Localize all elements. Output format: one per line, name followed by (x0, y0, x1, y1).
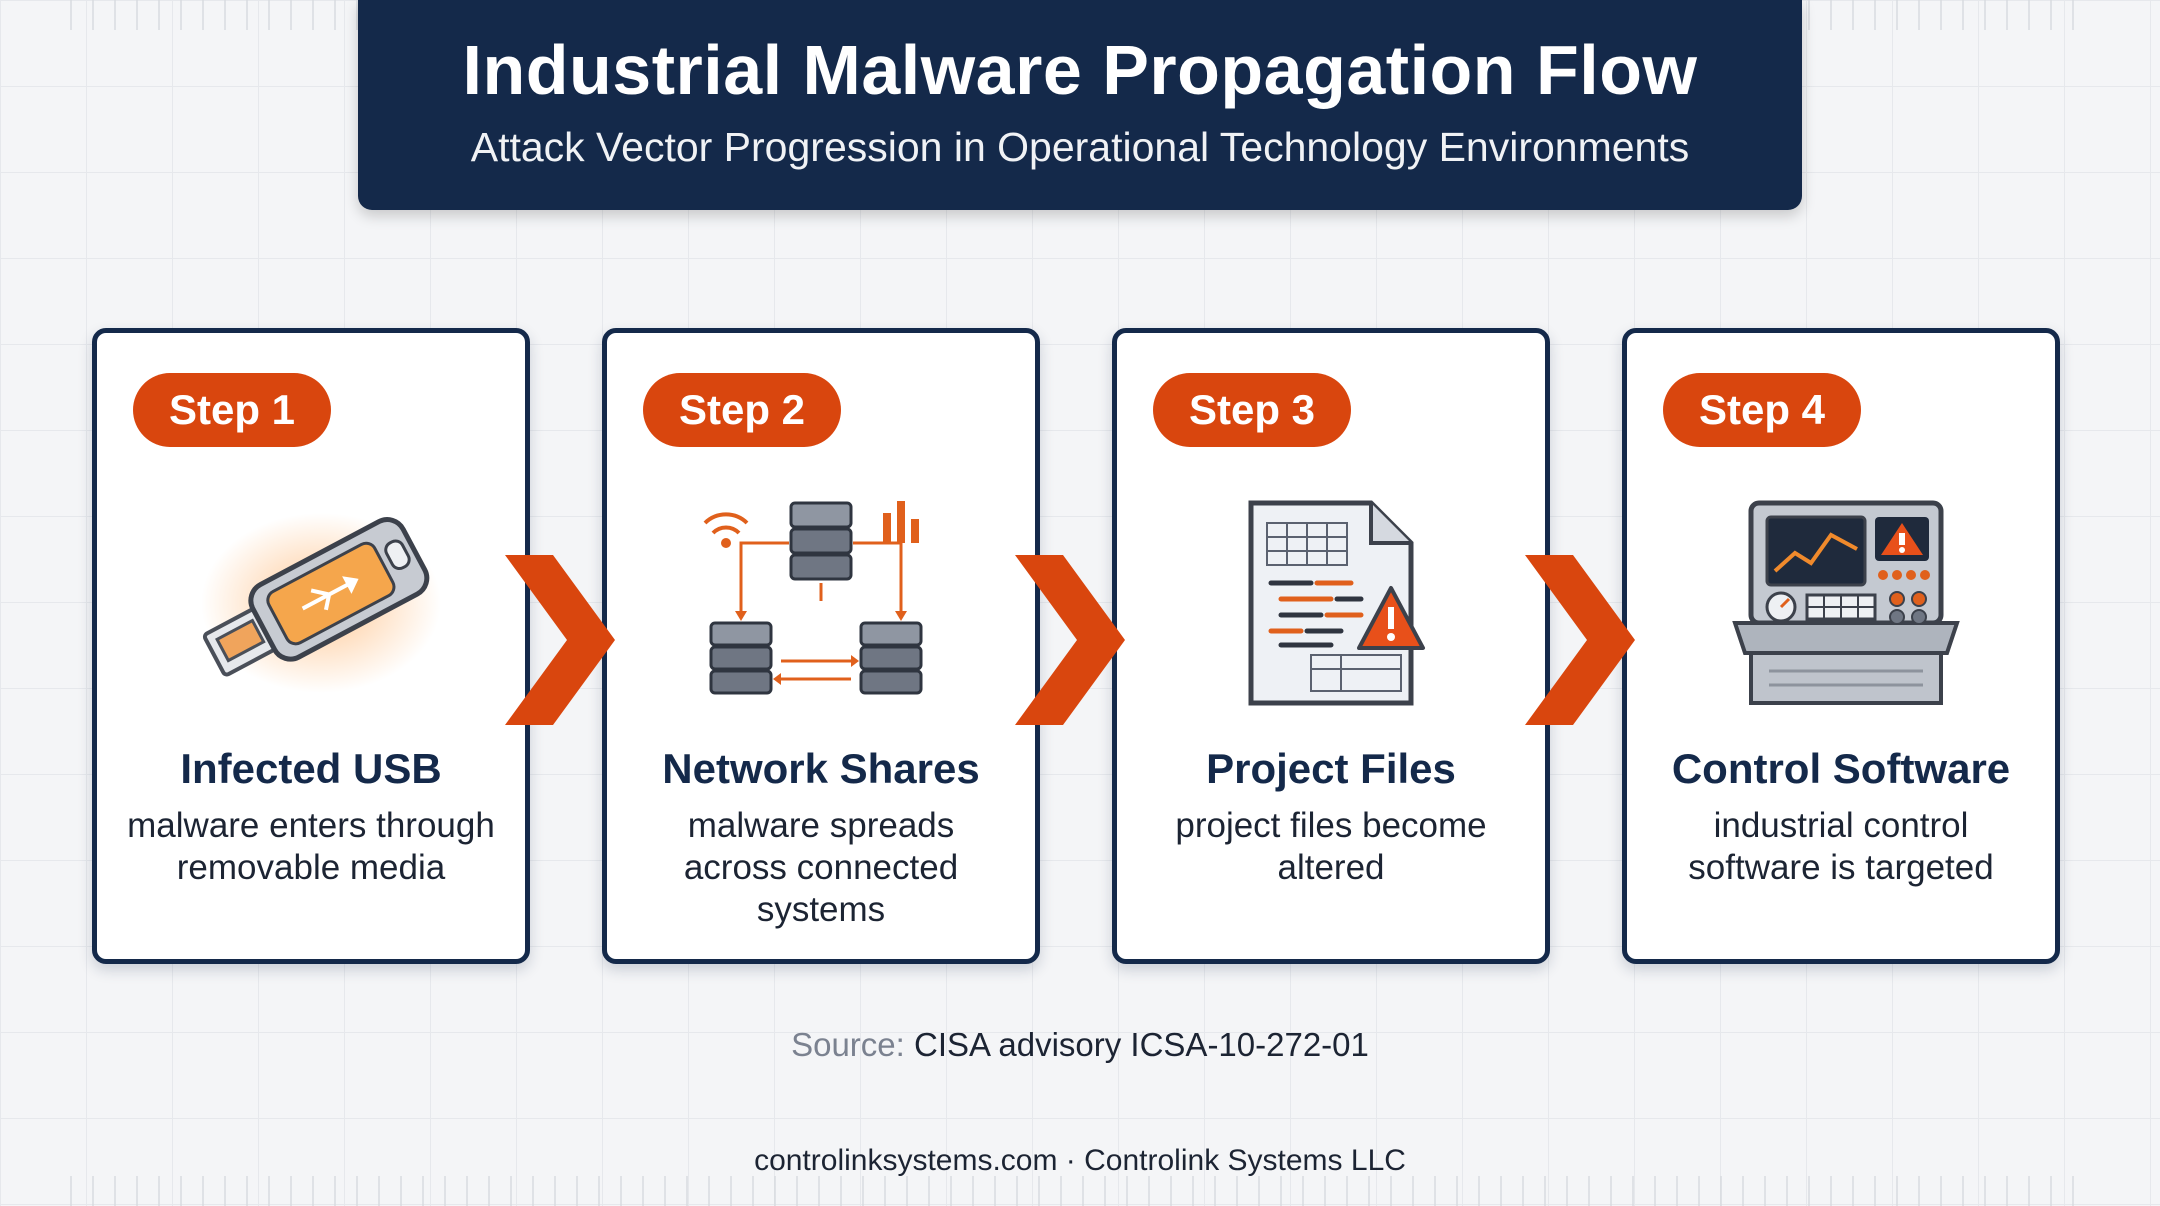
step-card-2: Step 2 (602, 328, 1040, 964)
step-title: Control Software (1671, 745, 2011, 792)
title-banner: Industrial Malware Propagation Flow Atta… (358, 0, 1802, 210)
source-label: Source: (791, 1026, 905, 1063)
step-badge: Step 2 (643, 373, 841, 447)
usb-drive-icon (181, 483, 441, 723)
chevron-right-icon (1525, 555, 1635, 725)
step-card-4: Step 4 Control Software industrial contr… (1622, 328, 2060, 964)
chevron-right-icon (505, 555, 615, 725)
control-console-icon (1711, 483, 1971, 723)
step-badge: Step 3 (1153, 373, 1351, 447)
step-description: industrial control software is targeted (1688, 806, 1994, 887)
step-description: malware enters through removable media (127, 806, 495, 887)
step-description: project files become altered (1175, 806, 1487, 887)
project-file-warning-icon (1201, 483, 1461, 723)
step-card-1: Step 1 Infected USB malware enters throu… (92, 328, 530, 964)
ruler-decoration-bottom (70, 1176, 2090, 1206)
step-badge: Step 4 (1663, 373, 1861, 447)
step-card-3: Step 3 Project Files project files becom… (1112, 328, 1550, 964)
step-description: malware spreads across connected systems (683, 806, 959, 929)
step-title: Infected USB (180, 745, 442, 792)
network-servers-icon (691, 483, 951, 723)
source-citation: Source: CISA advisory ICSA-10-272-01 (0, 1026, 2160, 1064)
footer-credit: controlinksystems.com · Controlink Syste… (754, 1144, 1406, 1177)
step-title: Project Files (1206, 745, 1456, 792)
page-title: Industrial Malware Propagation Flow (462, 31, 1698, 109)
source-text: CISA advisory ICSA-10-272-01 (914, 1026, 1369, 1063)
page-subtitle: Attack Vector Progression in Operational… (470, 124, 1690, 170)
step-badge: Step 1 (133, 373, 331, 447)
step-title: Network Shares (662, 745, 980, 792)
chevron-right-icon (1015, 555, 1125, 725)
